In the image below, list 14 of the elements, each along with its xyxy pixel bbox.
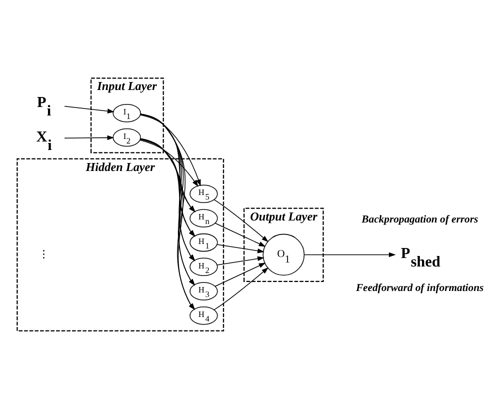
arrow [214,199,269,242]
arrow [214,222,266,247]
arrow [64,106,114,114]
arrow [214,262,266,287]
label: Feedforward of informations [356,283,484,294]
arrow [214,267,269,310]
label: Backpropagation of errors [362,214,478,226]
arrow [64,135,114,140]
arrow [304,252,396,258]
arrow [140,140,198,187]
arrow [140,114,201,186]
label: ⋮ [38,250,50,261]
arrow [216,244,264,254]
arrow [216,256,264,266]
